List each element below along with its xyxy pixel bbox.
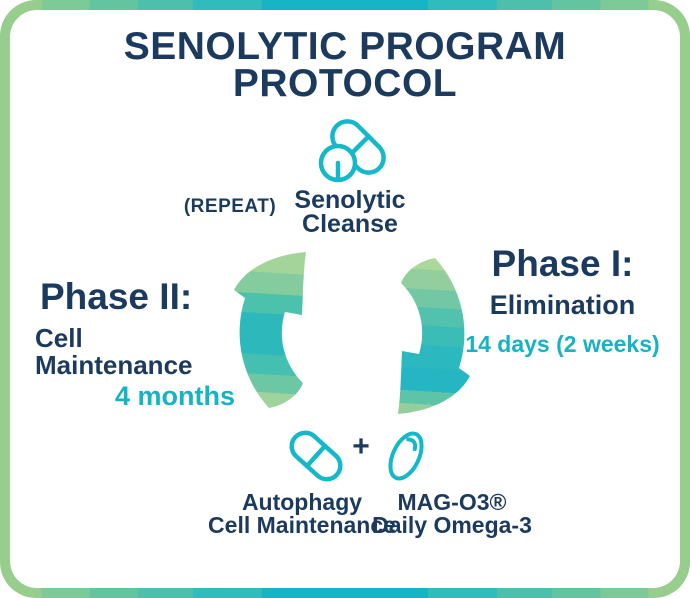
capsule-icon bbox=[289, 430, 343, 482]
senolytic-cleanse-line1: Senolytic bbox=[294, 186, 406, 214]
phase1-block: Phase I: Elimination 14 days (2 weeks) bbox=[445, 243, 680, 357]
phase1-heading: Phase I: bbox=[491, 243, 634, 284]
mag-o3-label-line1: MAG-O3® bbox=[397, 489, 507, 515]
phase2-subheading: Cell Maintenance bbox=[35, 323, 193, 380]
phase2-block: Phase II: Cell Maintenance 4 months bbox=[35, 276, 247, 411]
phase2-heading: Phase II: bbox=[40, 276, 193, 317]
autophagy-label: Autophagy Cell Maintenance bbox=[195, 491, 409, 536]
phase1-duration: 14 days (2 weeks) bbox=[465, 331, 660, 357]
senolytic-cleanse-line2: Cleanse bbox=[302, 210, 398, 238]
senolytic-cleanse-label: Senolytic Cleanse bbox=[275, 186, 425, 238]
phase2-duration: 4 months bbox=[114, 381, 235, 411]
mag-o3-label-line2: Daily Omega-3 bbox=[372, 511, 532, 538]
autophagy-label-line1: Autophagy bbox=[241, 489, 363, 515]
page-title-line2: PROTOCOL bbox=[232, 62, 458, 105]
diagram-canvas bbox=[10, 10, 680, 588]
cycle-arrow-left-up bbox=[234, 252, 306, 408]
cycle-arrow-right-down bbox=[398, 258, 470, 414]
page-title-line1: SENOLYTIC PROGRAM bbox=[123, 25, 567, 68]
softgel-icon bbox=[388, 431, 424, 481]
page-title: SENOLYTIC PROGRAM PROTOCOL bbox=[0, 25, 690, 105]
plus-sign: + bbox=[352, 430, 370, 463]
phase1-subheading: Elimination bbox=[489, 290, 636, 320]
autophagy-label-line2: Cell Maintenance bbox=[208, 511, 396, 538]
mag-o3-label: MAG-O3® Daily Omega-3 bbox=[345, 491, 559, 536]
capsule-and-tablet-icon bbox=[318, 119, 386, 183]
repeat-label: (REPEAT) bbox=[183, 196, 277, 217]
